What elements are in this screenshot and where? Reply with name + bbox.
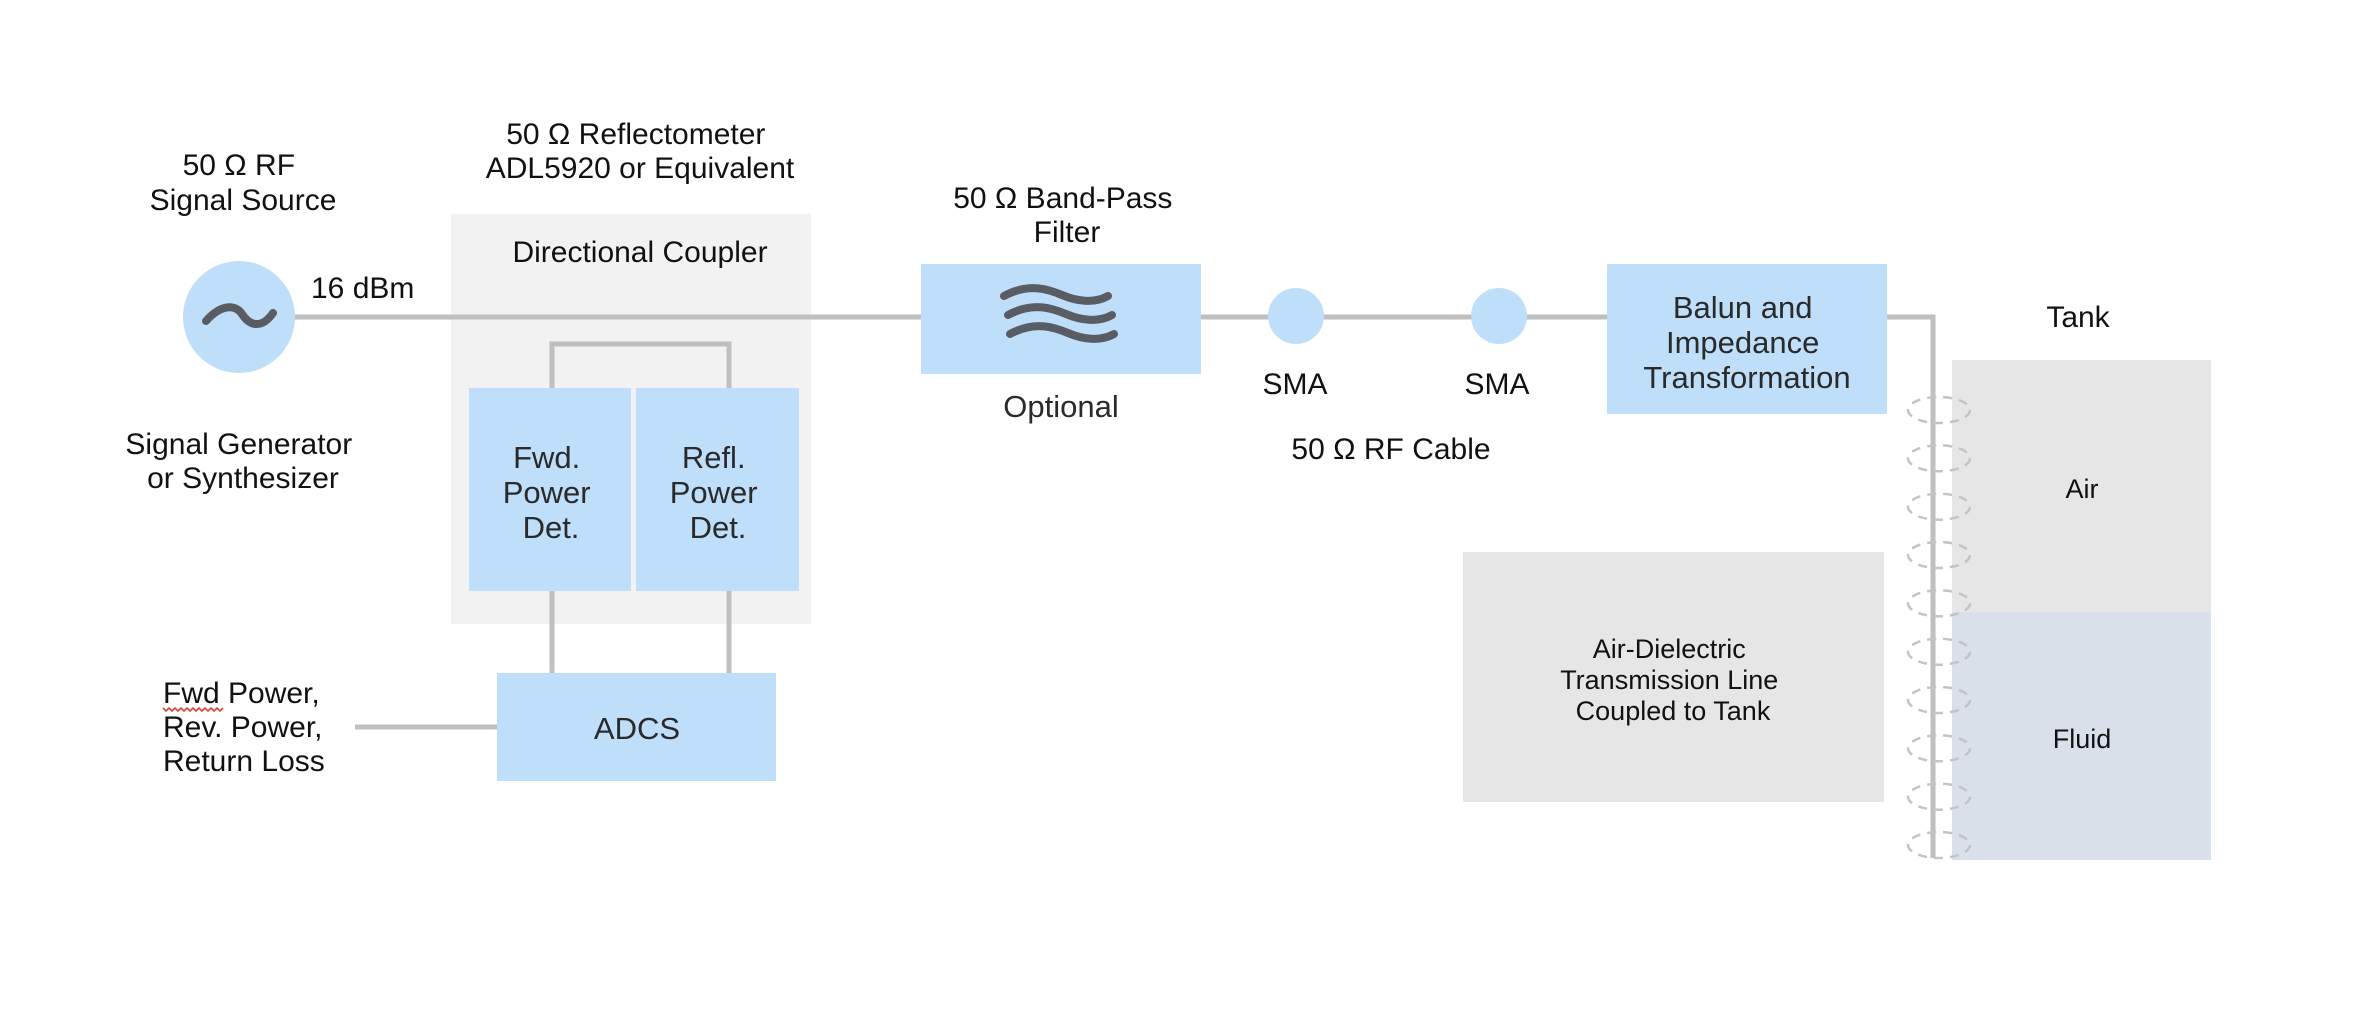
coil-turn xyxy=(1906,830,1972,860)
refl-detector-line-1: Refl. xyxy=(682,440,746,475)
coil-turn xyxy=(1906,637,1972,666)
source-caption-line-2: or Synthesizer xyxy=(147,462,339,495)
signal-source-circle xyxy=(183,261,295,373)
fwd-detector-line-1: Fwd. xyxy=(513,440,580,475)
transmission-line-line-3: Coupled to Tank xyxy=(1576,696,1771,726)
tank-title: Tank xyxy=(2046,301,2110,334)
signal-source xyxy=(183,261,295,373)
transmission-line-line-2: Transmission Line xyxy=(1560,665,1778,695)
coil-turn xyxy=(1906,685,1972,715)
directional-coupler-label: Directional Coupler xyxy=(512,236,767,269)
coil-turn xyxy=(1906,492,1972,521)
coil-turn xyxy=(1906,782,1972,811)
coil-turn xyxy=(1906,395,1972,425)
filter-title-line-2: Filter xyxy=(1034,216,1101,249)
coupling-coils xyxy=(1906,395,1972,860)
refl-power-detector xyxy=(636,388,799,591)
adcs-label: ADCS xyxy=(594,711,680,746)
tank-air-region xyxy=(1952,360,2211,612)
fwd-detector-line-2: Power xyxy=(503,475,591,510)
tank-air-label: Air xyxy=(2066,474,2099,504)
balun-block xyxy=(1607,264,1887,414)
band-pass-filter-icon xyxy=(1000,284,1118,343)
rf-cable-label: 50 Ω RF Cable xyxy=(1291,433,1490,466)
source-title: 50 Ω RF Signal Source xyxy=(150,149,337,217)
balun-line-3: Transformation xyxy=(1643,360,1850,395)
transmission-line-line-1: Air-Dielectric xyxy=(1593,634,1746,664)
power-label: 16 dBm xyxy=(311,272,414,305)
filter-title: 50 Ω Band-Pass Filter xyxy=(953,182,1181,249)
filter-title-line-1: 50 Ω Band-Pass xyxy=(953,182,1172,215)
coil-turn xyxy=(1906,444,1972,473)
source-title-line-1: 50 Ω RF xyxy=(183,149,295,182)
balun-line-2: Impedance xyxy=(1666,325,1819,360)
adcs-outputs-label: Fwd Power, Rev. Power, Return Loss xyxy=(163,677,331,778)
coil-turn xyxy=(1906,589,1972,618)
fwd-power-detector-label: Fwd. Power Det. xyxy=(503,440,600,545)
source-caption: Signal Generator or Synthesizer xyxy=(125,428,360,495)
fwd-power-detector xyxy=(469,388,631,591)
transmission-line-label: Air-Dielectric Transmission Line Coupled… xyxy=(1560,634,1786,726)
reflectometer-title-line-2: ADL5920 or Equivalent xyxy=(486,152,795,185)
coil-turn xyxy=(1906,734,1972,763)
fwd-detector-line-3: Det. xyxy=(523,510,580,545)
filter-optional-label: Optional xyxy=(1003,389,1118,424)
refl-detector-line-2: Power xyxy=(670,475,758,510)
reflectometer-title-line-1: 50 Ω Reflectometer xyxy=(506,118,765,151)
reflectometer-title: 50 Ω Reflectometer ADL5920 or Equivalent xyxy=(486,118,795,185)
sma-connector-1 xyxy=(1268,288,1324,344)
coupler-bracket-wire xyxy=(549,341,732,388)
tank-fluid-region xyxy=(1952,612,2211,860)
band-pass-filter-block xyxy=(921,264,1201,374)
refl-detector-line-3: Det. xyxy=(690,510,747,545)
transmission-line-box xyxy=(1463,552,1884,802)
source-caption-line-1: Signal Generator xyxy=(125,428,352,461)
adcs-block xyxy=(497,673,776,781)
spellcheck-underline xyxy=(162,706,224,713)
sma-connector-2-label: SMA xyxy=(1464,368,1529,401)
outputs-line-2: Rev. Power, xyxy=(163,711,323,744)
sine-wave-icon xyxy=(202,303,277,328)
balun-to-line-wire xyxy=(1887,314,1936,858)
refl-power-detector-label: Refl. Power Det. xyxy=(670,440,767,545)
tank-fluid-label: Fluid xyxy=(2053,724,2112,754)
sma-connector-2 xyxy=(1471,288,1527,344)
source-title-line-2: Signal Source xyxy=(150,184,337,217)
coil-turn xyxy=(1906,540,1972,570)
balun-line-1: Balun and xyxy=(1673,290,1813,325)
balun-label: Balun and Impedance Transformation xyxy=(1643,290,1850,395)
outputs-line-1: Fwd Power, xyxy=(163,677,320,710)
sma-connector-1-label: SMA xyxy=(1262,368,1327,401)
outputs-line-3: Return Loss xyxy=(163,745,325,778)
